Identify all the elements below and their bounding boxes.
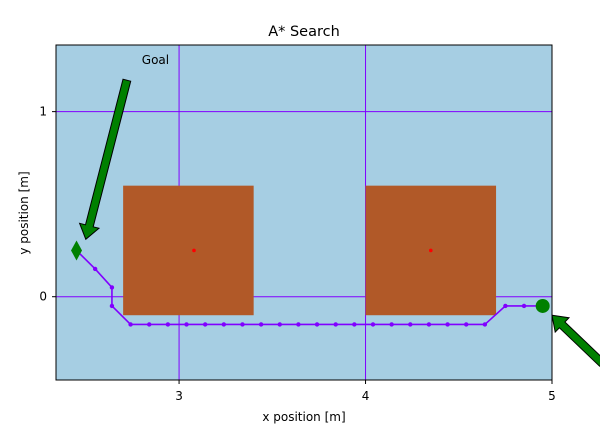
- path-point: [482, 322, 488, 327]
- path-point: [445, 322, 450, 327]
- x-tick-label: 3: [175, 389, 183, 403]
- obstacles: [123, 185, 497, 316]
- chart-title: A* Search: [268, 24, 340, 40]
- path-point: [464, 322, 469, 327]
- plot-frame: [55, 44, 553, 381]
- y-tick-label: 0: [39, 290, 47, 304]
- path-point: [109, 303, 115, 309]
- annotation-arrow: [78, 78, 132, 241]
- path-point: [109, 285, 115, 290]
- start-marker: [535, 298, 550, 313]
- path-point: [370, 322, 376, 327]
- path-series: [74, 248, 545, 327]
- path-point: [333, 322, 338, 327]
- obstacle-center: [428, 248, 433, 253]
- goal-marker: [71, 240, 83, 261]
- annotation-arrow: [551, 314, 600, 367]
- path-point: [296, 322, 301, 327]
- path-point: [240, 322, 245, 327]
- path-point: [147, 322, 152, 327]
- path-point: [521, 303, 527, 309]
- y-axis-label: y position [m]: [17, 171, 31, 254]
- obstacle-center: [192, 248, 196, 253]
- path-point: [277, 322, 282, 327]
- axis-ticks: 3 4 5 0 1: [39, 105, 555, 403]
- path-point: [408, 322, 413, 327]
- path-point: [165, 322, 171, 327]
- path-point: [221, 322, 227, 327]
- path-point: [202, 322, 208, 327]
- x-tick-label: 4: [362, 389, 370, 403]
- path-point: [314, 322, 320, 327]
- path-point: [128, 322, 133, 327]
- y-tick-label: 1: [39, 105, 47, 119]
- path-point: [258, 322, 264, 327]
- endpoint-markers: [71, 240, 550, 313]
- x-tick-label: 5: [548, 389, 556, 403]
- annotations: Goal: [78, 53, 600, 367]
- obstacle: [123, 185, 254, 316]
- path-point: [389, 322, 394, 327]
- annotation-text: Goal: [142, 53, 169, 67]
- path-point: [426, 322, 432, 327]
- path-point: [352, 322, 357, 327]
- path-point: [184, 322, 189, 327]
- x-axis-label: x position [m]: [262, 410, 345, 424]
- path-point: [503, 303, 508, 309]
- path-point: [92, 266, 98, 272]
